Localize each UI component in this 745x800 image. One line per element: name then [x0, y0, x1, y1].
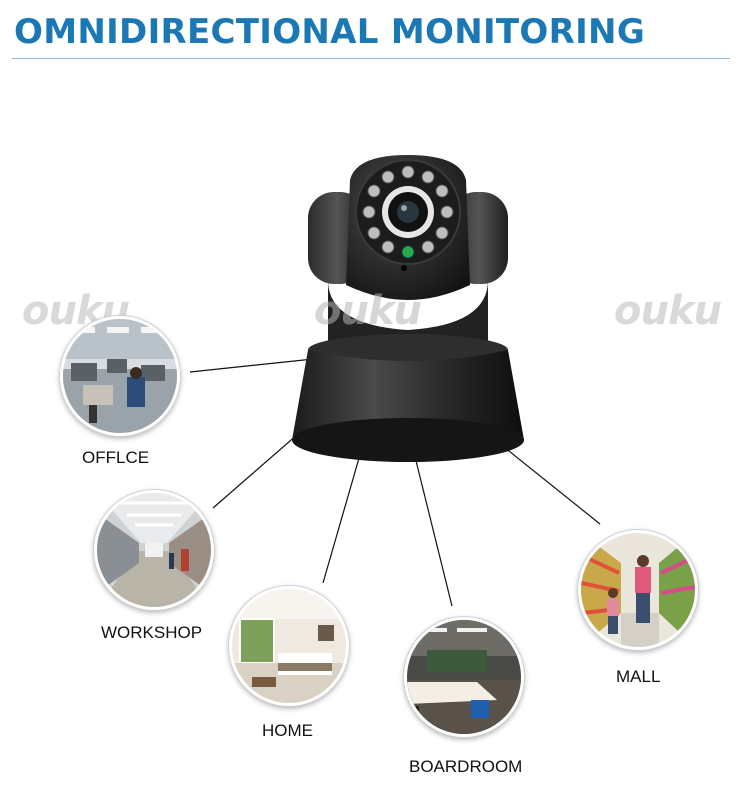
title-divider	[12, 58, 730, 59]
location-label-mall: MALL	[616, 667, 661, 686]
office-scene	[60, 316, 180, 436]
home-scene	[229, 586, 349, 706]
location-label-boardroom: BOARDROOM	[409, 757, 523, 776]
mall-scene	[578, 530, 698, 650]
brand-watermark-right: ouku	[614, 288, 722, 334]
location-label-home: HOME	[262, 721, 313, 740]
boardroom-scene	[404, 617, 524, 737]
location-label-office: OFFLCE	[82, 448, 150, 467]
location-label-workshop: WORKSHOP	[101, 623, 203, 642]
brand-watermark-center: ouku	[314, 288, 422, 334]
page-title: OMNIDIRECTIONAL MONITORING	[14, 12, 646, 52]
ip-camera-image	[292, 155, 524, 462]
workshop-scene	[94, 490, 214, 610]
